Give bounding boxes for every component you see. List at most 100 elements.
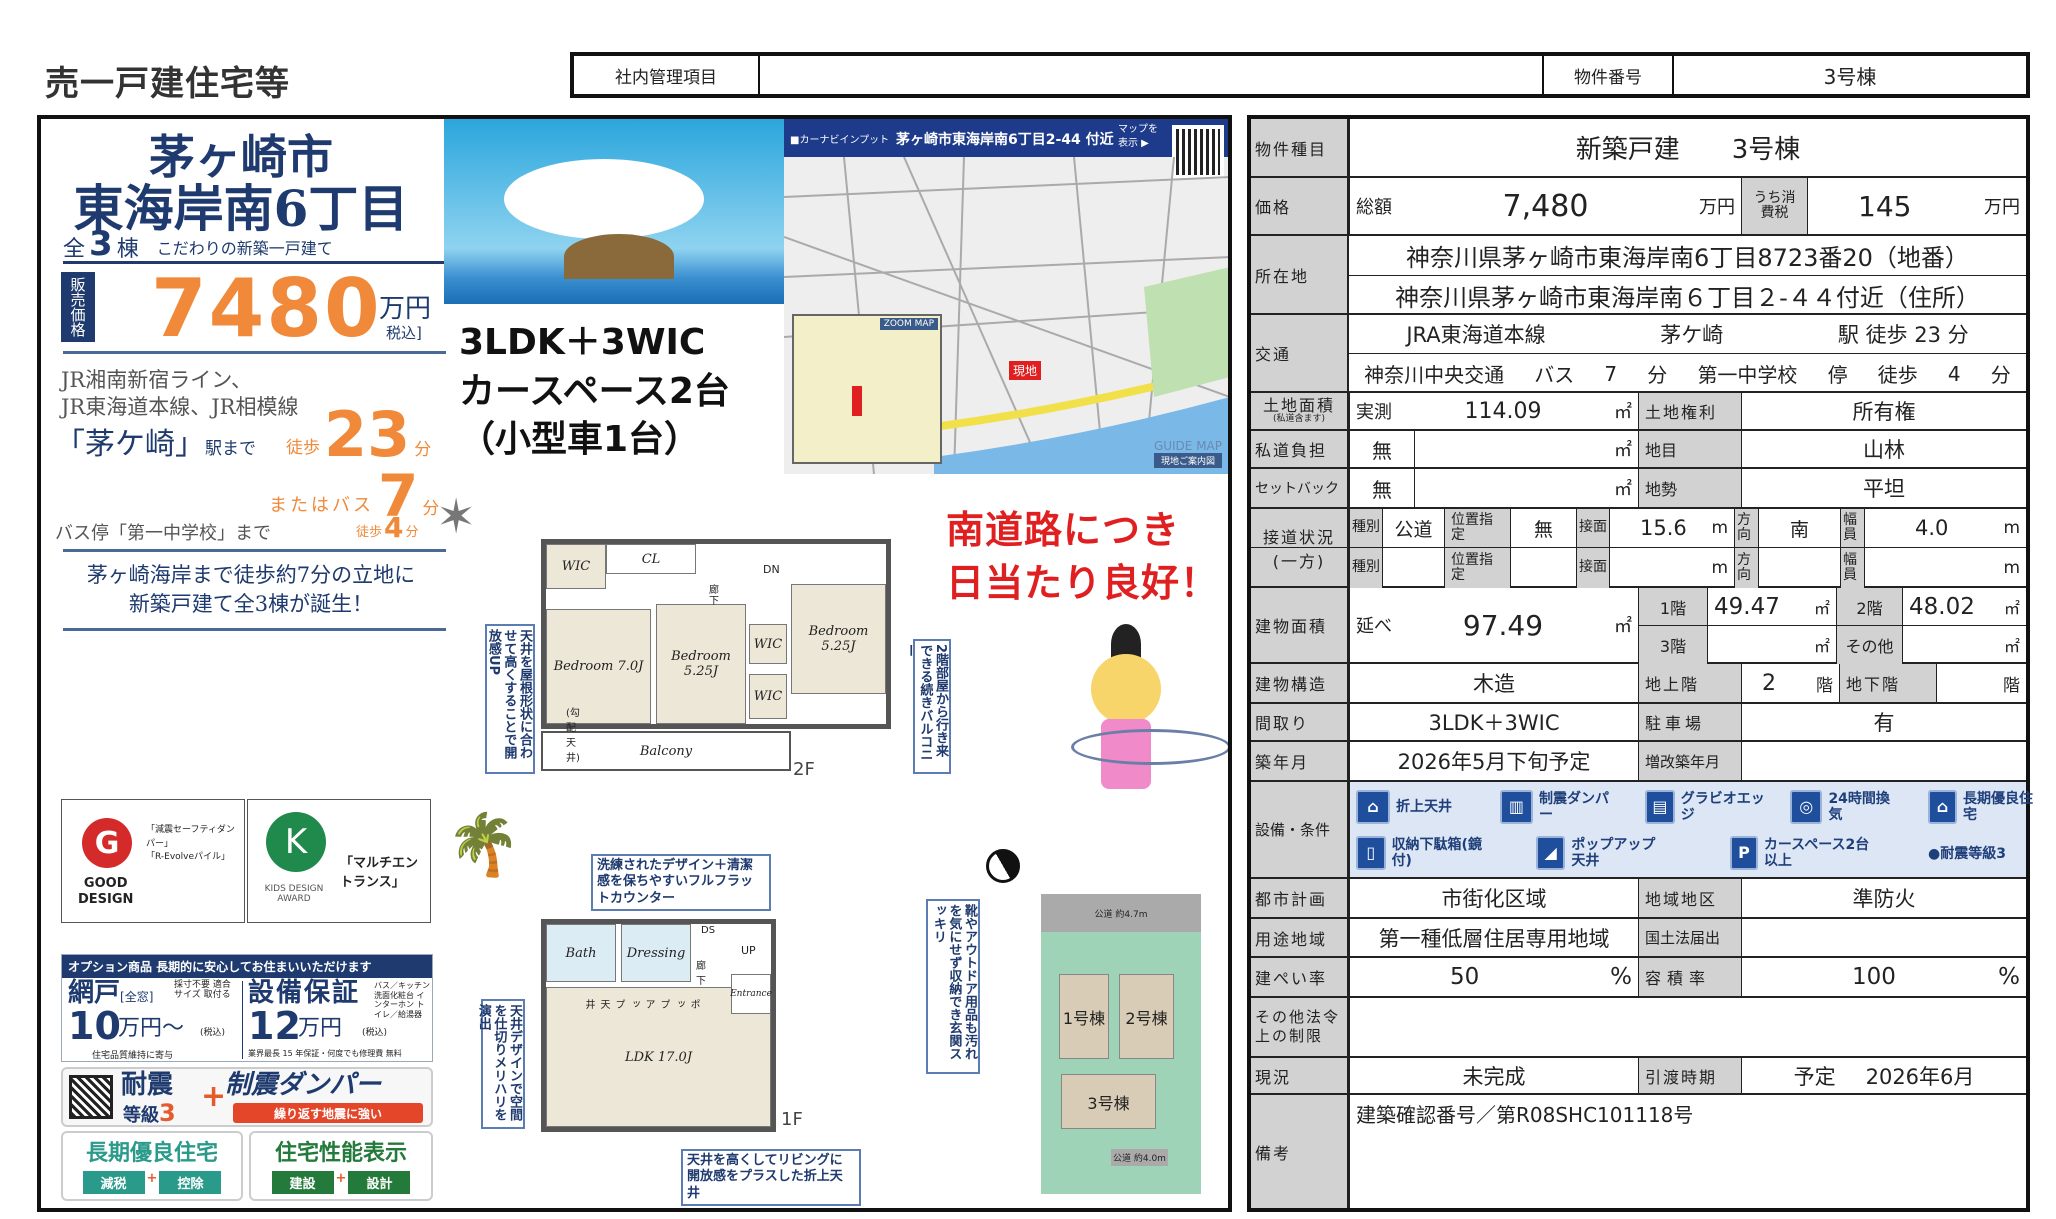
land-value: 114.09 xyxy=(1464,398,1542,424)
value-coverage: 50 xyxy=(1450,964,1480,990)
award-item: 「減震セーフティダンパー」 xyxy=(146,825,235,849)
north-arrow-icon xyxy=(986,849,1020,883)
duct-space: DS xyxy=(701,925,716,936)
value-terrain: 平坦 xyxy=(1741,469,2026,507)
road-label: 接道状況 xyxy=(1262,527,1335,547)
warranty-tax: (税込) xyxy=(362,1028,388,1038)
location-map[interactable]: ■カーナビインプット 茅ヶ崎市東海岸南6丁目2-44 付近 マップを表示 ▶ Z… xyxy=(784,119,1228,474)
cloud-icon xyxy=(504,159,704,239)
plus-icon: + xyxy=(146,1171,158,1186)
unit: 階 xyxy=(1936,664,2026,702)
layout-headline: 3LDK＋3WIC カースペース2台 （小型車1台） xyxy=(459,319,730,465)
mgmt-value xyxy=(760,56,1544,94)
label-land-category: 地目 xyxy=(1638,431,1741,467)
mgmt-label: 社内管理項目 xyxy=(574,56,760,94)
tax-value: 145 xyxy=(1858,189,1912,223)
raised-ceiling-icon: ⌂ xyxy=(1356,790,1390,824)
quake-resist: 耐震 xyxy=(121,1070,174,1100)
feature-quake-grade: ●耐震等級3 xyxy=(1928,846,2006,862)
label-building-area: 建物面積 xyxy=(1251,588,1349,662)
guide-map-label: GUIDE MAP xyxy=(1153,439,1222,453)
site-marker-icon xyxy=(852,386,862,416)
property-spec-table: 物件種目 新築戸建 3号棟 価格 総額 7,480 万円 うち消費税 145 万… xyxy=(1247,115,2033,1212)
room-bedroom-525a: Bedroom 5.25J xyxy=(656,604,746,724)
value-private-road: 無 xyxy=(1349,431,1414,467)
room-dressing: Dressing xyxy=(621,924,691,982)
label-location: 所在地 xyxy=(1251,236,1349,313)
label-floor2: 2階 xyxy=(1836,588,1902,625)
good-design-line: DESIGN xyxy=(78,891,134,907)
units-line: 全 3 棟 こだわりの新築一戸建て xyxy=(63,227,446,264)
ventilation-icon: ◎ xyxy=(1790,790,1823,824)
zoom-map-label: ZOOM MAP xyxy=(879,318,938,330)
label-kind: 種別 xyxy=(1349,509,1382,547)
station: 「茅ケ崎」 xyxy=(55,427,205,462)
bus-label: バス xyxy=(1534,363,1575,387)
badge-title: 長期優良住宅 xyxy=(85,1141,218,1166)
quake-box: 耐震 等級3 + 制震ダンパー 繰り返す地震に強い xyxy=(61,1067,433,1127)
lot-2: 2号棟 xyxy=(1119,974,1174,1059)
warranty-note: バス／キッチン 洗面化粧台 インターホン トイレ／給湯器 xyxy=(374,981,430,1019)
label-width: 幅員 xyxy=(1840,548,1864,588)
show-map-link[interactable]: マップを表示 ▶ xyxy=(1118,124,1158,149)
mascot-illustration xyxy=(1071,624,1228,804)
room-bedroom-525b: Bedroom 5.25J xyxy=(791,584,886,694)
road-label-sub: (一方) xyxy=(1272,551,1326,571)
map-header-address: 茅ヶ崎市東海岸南6丁目2-44 付近 xyxy=(896,132,1114,148)
location-lot: 神奈川県茅ヶ崎市東海岸南6丁目8723番20（地番） xyxy=(1349,236,2026,276)
damper-icon: ▥ xyxy=(1500,790,1533,824)
total-value: 7,480 xyxy=(1502,188,1589,224)
value-designated: 無 xyxy=(1510,509,1576,547)
bus-stop: 第一中学校 xyxy=(1697,363,1798,387)
unit: m xyxy=(1864,548,2026,588)
qr-code-icon xyxy=(69,1075,113,1119)
label-other-law: その他法令上の制限 xyxy=(1251,998,1349,1056)
label-frontage: 接面 xyxy=(1576,548,1609,588)
unit: 万円 xyxy=(1698,197,1735,218)
quake-grade-label: 等級3 xyxy=(123,1100,176,1126)
feature-text: 24時間換気 xyxy=(1828,790,1890,823)
palm-tree-icon: 🌴 xyxy=(446,810,521,880)
flyer-area: 東海岸南6丁目 xyxy=(73,179,409,238)
unit: ㎡ xyxy=(1414,431,1638,467)
hallway: 廊下 xyxy=(709,585,719,607)
bus-label: またはバス xyxy=(269,495,374,516)
feature-long-life: ⌂長期優良住宅 xyxy=(1928,790,2033,824)
tax-label: うち消費税 xyxy=(1741,178,1807,234)
row-use-zone: 用途地域 第一種低層住居専用地域 国土法届出 xyxy=(1251,919,2026,958)
price-label: 販売価格 xyxy=(61,272,95,342)
label-terrain: 地勢 xyxy=(1638,469,1741,507)
callout-ceiling-design: 天井デザインで空間を仕切りメリハリを演出 xyxy=(476,999,525,1129)
label-direction: 方向 xyxy=(1734,548,1758,588)
option-box: オプション商品 長期的に安心してお住まいいただけます 網戸[全窓] 採寸不要 適… xyxy=(61,954,433,1062)
warranty-unit: 万円 xyxy=(298,1016,343,1041)
parking-icon: P xyxy=(1730,836,1758,870)
feature-raised-ceiling: ⌂折上天井 xyxy=(1356,790,1452,824)
walk-minutes: 23 xyxy=(324,398,411,471)
kids-line: AWARD xyxy=(277,894,311,904)
label-layout: 間取り xyxy=(1251,704,1349,740)
bus-minutes: 7 xyxy=(1604,361,1618,386)
sloped-ceiling: (勾配天井) xyxy=(566,708,580,764)
value-type: 新築戸建 3号棟 xyxy=(1349,119,2026,176)
value-handover: 2026年6月 xyxy=(1865,1064,1975,1089)
price-unit: 万円 xyxy=(379,294,432,324)
value-width: 4.0 xyxy=(1915,516,1949,540)
zoom-map: ZOOM MAP xyxy=(792,314,942,464)
catch-line: 日当たり良好！ xyxy=(946,561,1220,606)
feature-gravio-edge: ▤グラビオエッジ xyxy=(1645,790,1765,824)
site-plan: 公道 約4.7m 1号棟 2号棟 3号棟 公道 約4.0m xyxy=(1041,894,1201,1194)
land-kind: 実測 xyxy=(1356,402,1392,423)
layout-line: （小型車1台） xyxy=(459,419,701,461)
total-label: 延べ xyxy=(1356,616,1392,637)
value-direction: 南 xyxy=(1758,509,1840,547)
value-status: 未完成 xyxy=(1349,1058,1638,1093)
unit: ㎡ xyxy=(2003,598,2020,618)
kids-item: 「マルチエントランス」 xyxy=(340,856,419,890)
label-kind: 種別 xyxy=(1349,548,1382,588)
feature-text: 制震ダンパー xyxy=(1538,790,1609,823)
value-built: 2026年5月下旬予定 xyxy=(1349,742,1638,780)
